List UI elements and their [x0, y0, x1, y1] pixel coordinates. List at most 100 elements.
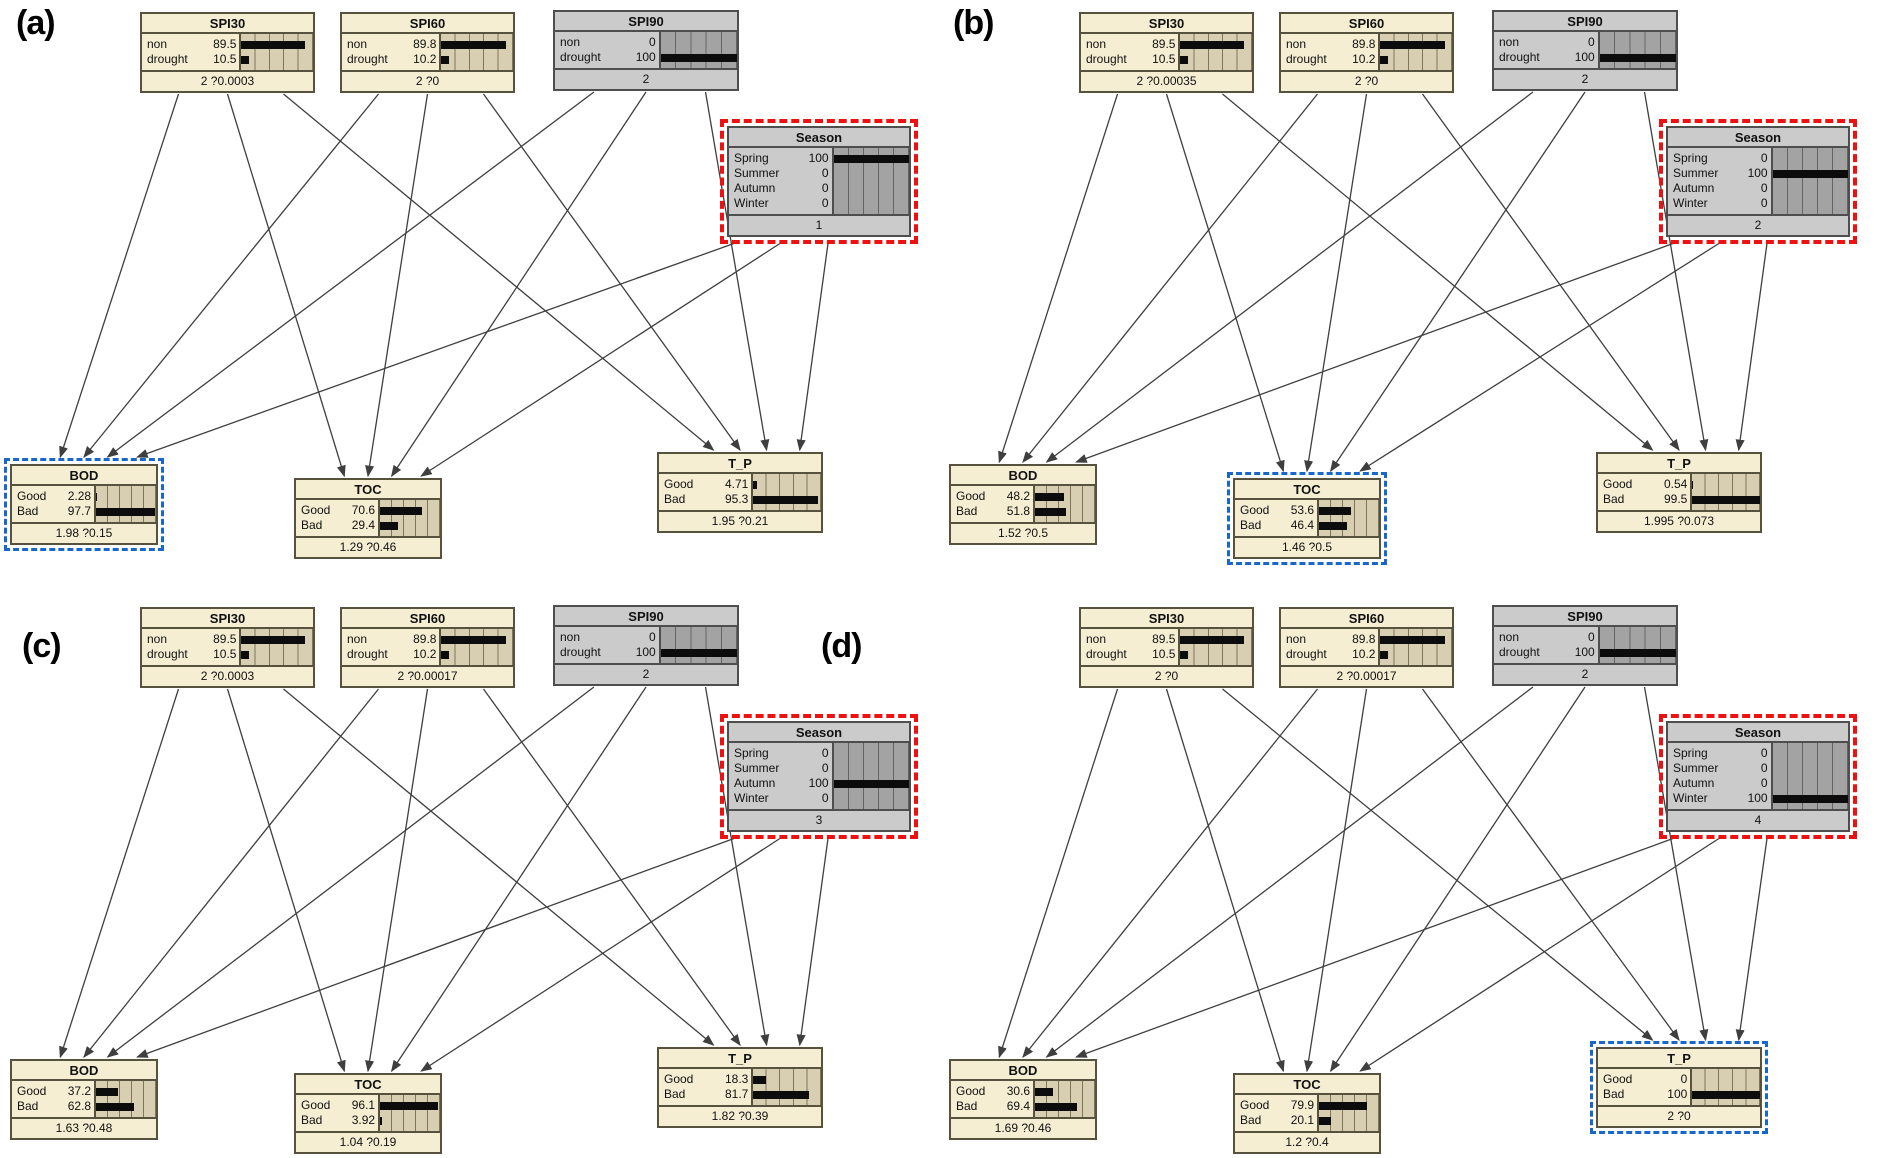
state-value: 89.5	[1152, 37, 1176, 51]
edge-spi30-bod	[59, 93, 180, 459]
probability-bar	[96, 1087, 119, 1096]
probability-bar	[1319, 1101, 1367, 1110]
bar-row	[241, 52, 313, 67]
bar-row	[441, 632, 513, 647]
bar-chart-area	[378, 1095, 440, 1131]
bar-row	[661, 630, 737, 645]
state-label: drought	[147, 52, 188, 66]
state-label: Bad	[1603, 1087, 1625, 1101]
state-value: 0	[821, 181, 829, 195]
probability-bar	[753, 480, 757, 489]
state-label: Winter	[1673, 791, 1708, 805]
node-title: BOD	[12, 1061, 156, 1081]
probability-bar	[1772, 794, 1848, 803]
node-mean-footer: 1.63 ?0.48	[55, 1121, 113, 1135]
state-label: Spring	[734, 746, 769, 760]
edge-spi60-toc	[365, 688, 429, 1073]
state-value: 99.5	[1663, 492, 1688, 506]
state-value: 48.2	[1006, 489, 1031, 503]
probability-bar	[1035, 1102, 1077, 1111]
node-title: SPI60	[1281, 609, 1452, 629]
probability-bar	[1319, 1116, 1332, 1125]
state-value: 0	[821, 791, 829, 805]
state-value: 46.4	[1290, 518, 1315, 532]
state-label: Good	[956, 489, 986, 503]
bar-row	[441, 37, 513, 52]
bar-chart-area	[1033, 1081, 1095, 1117]
bar-row	[1035, 489, 1095, 504]
node-title: TOC	[1235, 480, 1379, 500]
state-label: non	[147, 632, 168, 646]
node-title: SPI60	[1281, 14, 1452, 34]
bar-chart-area	[439, 629, 513, 665]
node-title: T_P	[1598, 454, 1760, 474]
node-mean-footer: 2	[1581, 72, 1589, 86]
probability-bar	[833, 154, 909, 163]
node-title: TOC	[296, 1075, 440, 1095]
edge-season-toc	[1359, 836, 1722, 1072]
node-title: SPI60	[342, 609, 513, 629]
bar-row	[834, 196, 909, 211]
bar-chart-area	[1178, 629, 1252, 665]
probability-bar	[441, 55, 449, 64]
edge-spi60-tp	[482, 93, 741, 452]
bar-row	[1319, 503, 1379, 518]
probability-bar	[380, 1116, 383, 1125]
state-value: 0	[1760, 746, 1768, 760]
probability-bar	[1035, 1087, 1054, 1096]
state-value: 89.5	[213, 37, 237, 51]
probability-bar	[241, 635, 306, 644]
state-label: non	[560, 630, 581, 644]
bar-row	[1319, 1113, 1379, 1128]
edge-season-tp	[796, 241, 829, 452]
